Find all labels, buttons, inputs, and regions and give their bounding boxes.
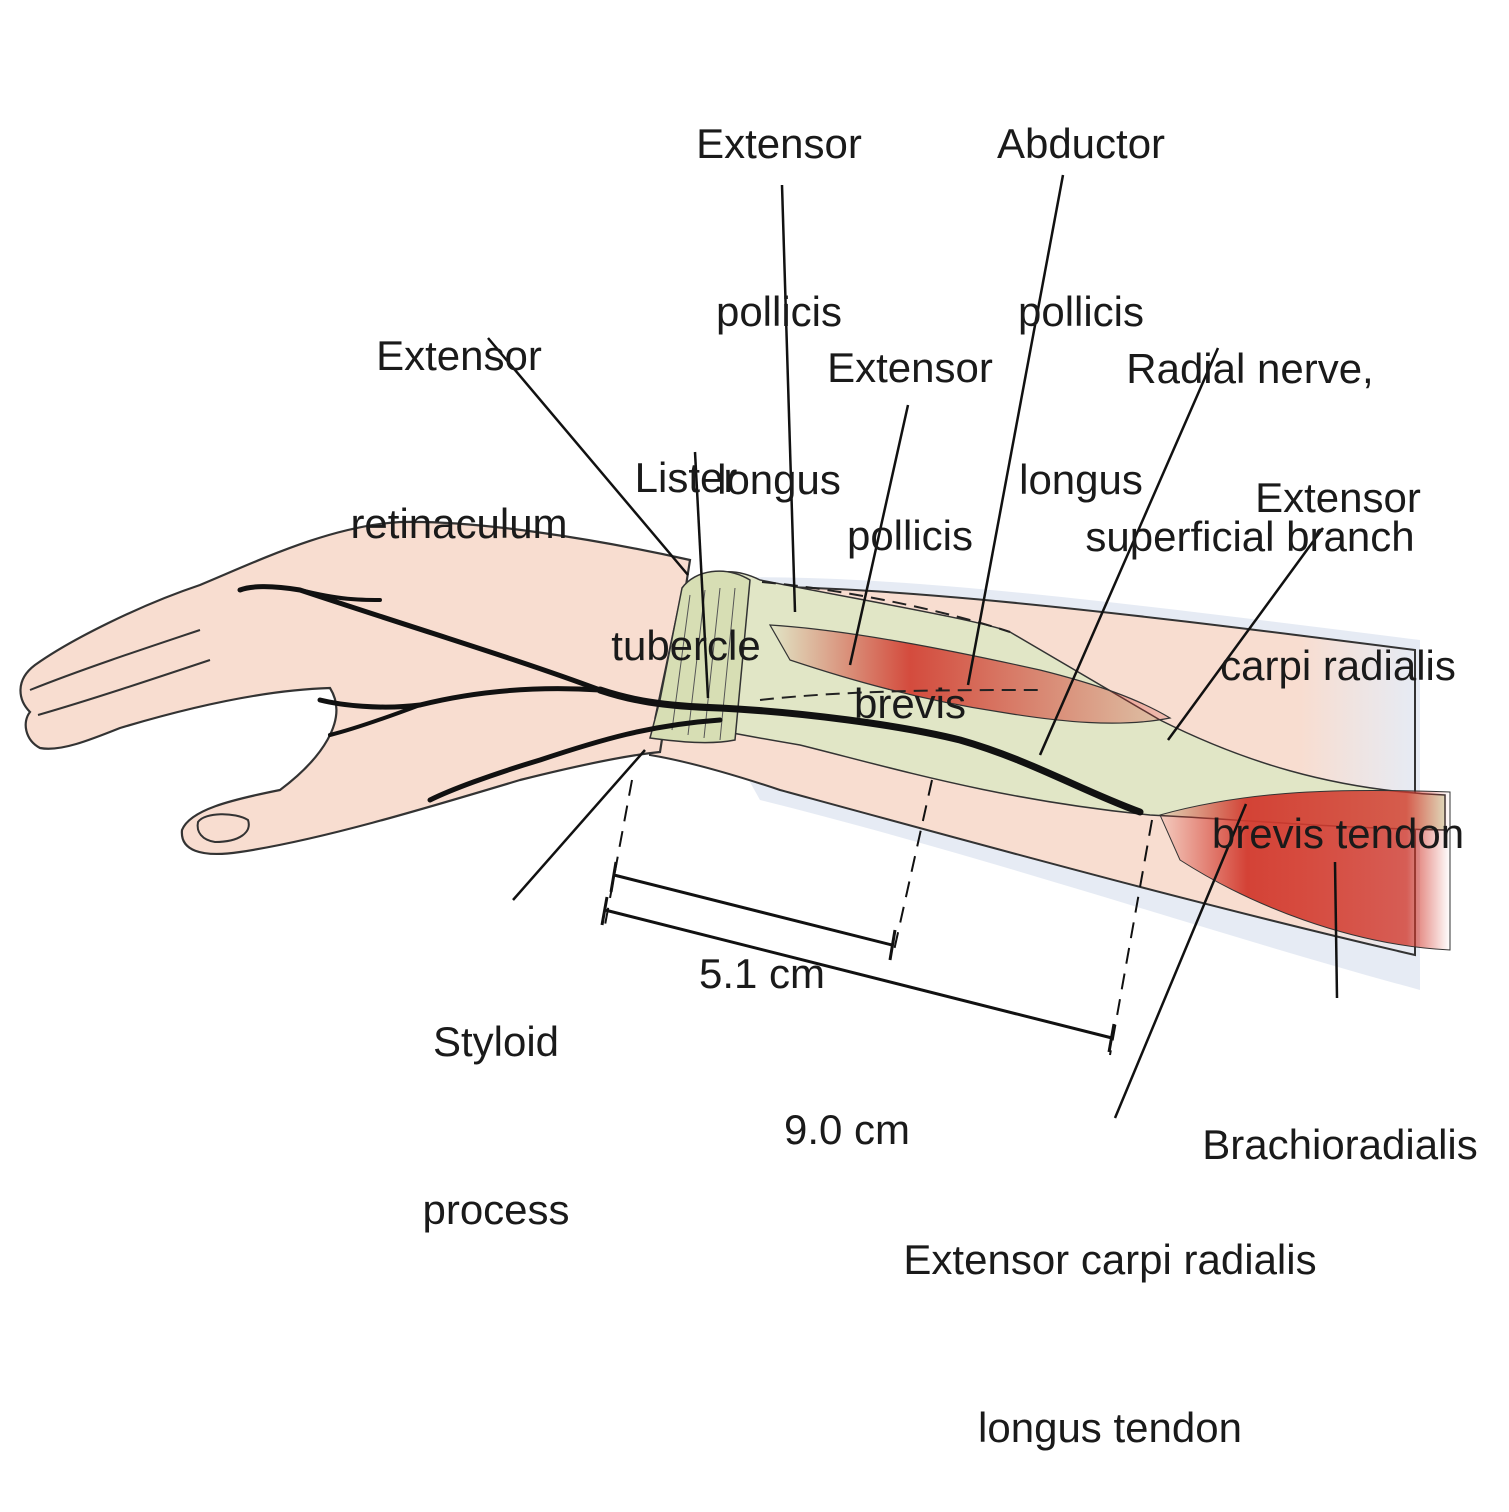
label-ecrb-tendon: Extensor carpi radialis brevis tendon (1212, 358, 1464, 918)
label-lister-tubercle: Lister tubercle (611, 338, 760, 730)
measure-dash-styloid (605, 780, 632, 925)
label-line: retinaculum (350, 496, 567, 552)
label-styloid-process: Styloid process (422, 902, 569, 1294)
label-line: longus tendon (903, 1400, 1316, 1456)
label-line: Extensor (827, 340, 993, 396)
measurement-long: 9.0 cm (784, 990, 910, 1214)
label-line: tubercle (611, 618, 760, 674)
label-line: Styloid (422, 1014, 569, 1070)
label-line: Extensor (696, 116, 862, 172)
label-ecrl-tendon: Extensor carpi radialis longus tendon (903, 1120, 1316, 1512)
label-line: Lister (611, 450, 760, 506)
measure-tick (611, 862, 616, 892)
diagram-stage: Extensor retinaculum Extensor pollicis l… (0, 0, 1509, 1231)
label-line: carpi radialis (1212, 638, 1464, 694)
label-line: Abductor (997, 116, 1165, 172)
label-line: Extensor (350, 328, 567, 384)
label-line: Extensor carpi radialis (903, 1232, 1316, 1288)
label-line: pollicis (827, 508, 993, 564)
label-extensor-pollicis-brevis: Extensor pollicis brevis (827, 228, 993, 788)
measurement-text: 9.0 cm (784, 1102, 910, 1158)
label-line: brevis tendon (1212, 806, 1464, 862)
label-extensor-retinaculum: Extensor retinaculum (350, 216, 567, 608)
label-line: brevis (827, 676, 993, 732)
label-line: Extensor (1212, 470, 1464, 526)
label-line: process (422, 1182, 569, 1238)
